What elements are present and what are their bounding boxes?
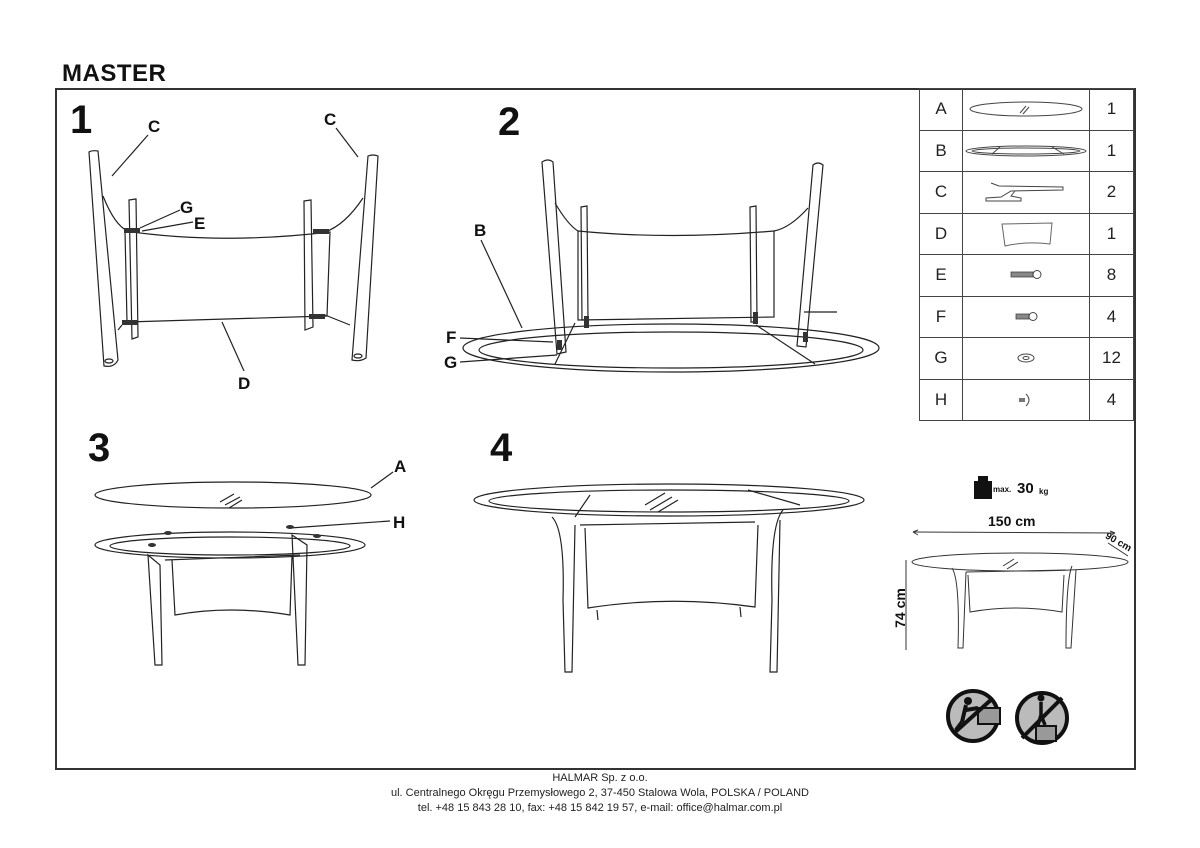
- leg-bracket-icon: [985, 182, 1064, 202]
- document-title: MASTER: [62, 60, 167, 87]
- footer-company: HALMAR Sp. z o.o.: [552, 772, 648, 784]
- oval-frame-icon: [965, 145, 1087, 157]
- instruction-frame: [55, 88, 1136, 770]
- washer-icon: [1017, 353, 1035, 363]
- glass-top-icon: [969, 101, 1083, 117]
- step-4-number: 4: [490, 426, 513, 470]
- parts-table: A 1 B 1 C 2 D 1 E 8 F 4 G 12 H 4: [919, 88, 1134, 421]
- no-climbing-icon: [946, 689, 1001, 743]
- max-load-value: 30: [1017, 480, 1034, 497]
- part-qty: 8: [1089, 254, 1134, 297]
- length-dimension: 150 cm: [988, 513, 1036, 529]
- footer-contact: tel. +48 15 843 28 10, fax: +48 15 842 1…: [417, 802, 783, 814]
- suction-pad-icon: [1019, 393, 1030, 407]
- max-load-label: max.: [993, 485, 1012, 494]
- callout-g-step2: G: [444, 353, 458, 372]
- footer-address: ul. Centralnego Okręgu Przemysłowego 2, …: [390, 787, 809, 799]
- part-qty: 1: [1089, 212, 1134, 255]
- parts-row-d: D 1: [919, 212, 1134, 255]
- part-letter: D: [919, 212, 963, 255]
- callout-d: D: [238, 374, 251, 393]
- part-qty: 12: [1089, 337, 1134, 380]
- callout-h: H: [393, 513, 406, 532]
- callout-c-left: C: [148, 117, 161, 136]
- parts-row-h: H 4: [919, 378, 1134, 421]
- step-3-number: 3: [88, 426, 111, 470]
- parts-row-b: B 1: [919, 129, 1134, 172]
- callout-b: B: [474, 221, 487, 240]
- step-1-number: 1: [70, 98, 93, 142]
- part-qty: 1: [1089, 129, 1134, 172]
- callout-c-right: C: [324, 110, 337, 129]
- max-load-unit: kg: [1039, 487, 1049, 496]
- part-letter: G: [919, 337, 963, 380]
- step-2-number: 2: [498, 100, 521, 144]
- parts-row-a: A 1: [919, 88, 1134, 131]
- part-qty: 4: [1089, 378, 1134, 421]
- parts-row-f: F 4: [919, 295, 1134, 338]
- short-bolt-icon: [1015, 311, 1038, 321]
- long-bolt-icon: [1010, 270, 1042, 280]
- no-standing-icon: [1015, 691, 1069, 745]
- callout-g: G: [180, 198, 194, 217]
- callout-e: E: [194, 214, 206, 233]
- part-qty: 1: [1089, 88, 1134, 131]
- part-letter: A: [919, 88, 963, 131]
- parts-row-g: G 12: [919, 337, 1134, 380]
- callout-a: A: [394, 457, 407, 476]
- panel-icon: [1001, 222, 1053, 247]
- callout-f: F: [446, 328, 457, 347]
